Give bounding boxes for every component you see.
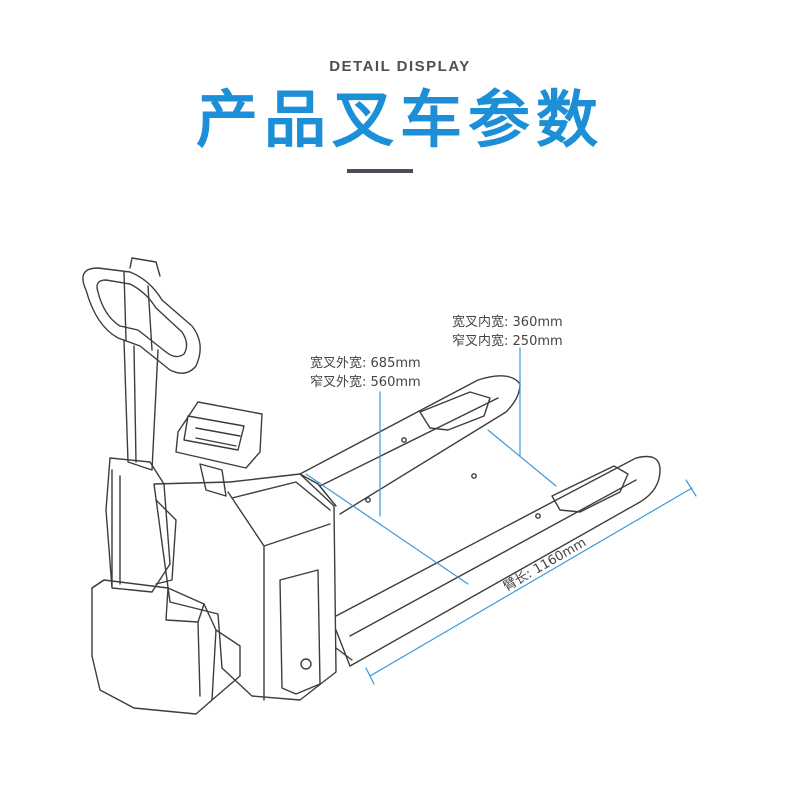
tiller-arm [123, 339, 159, 471]
inner-width-line [487, 429, 557, 487]
title-underline [347, 169, 413, 173]
dim-value: 360mm [512, 315, 563, 330]
dimension-lines [305, 347, 697, 685]
outer-width-line [305, 473, 469, 585]
narrow-fork-outer-width: 窄叉外宽: 560mm [310, 375, 421, 390]
length-tick-start [365, 667, 375, 685]
length-line [369, 487, 693, 677]
scale-display [175, 401, 263, 497]
tiller-handle [82, 257, 201, 374]
outer-width-callout: 宽叉外宽: 685mm 窄叉外宽: 560mm [310, 354, 421, 392]
dim-label: 宽叉内宽 [452, 315, 505, 330]
dim-label: 宽叉外宽 [310, 356, 363, 371]
length-tick-end [685, 479, 697, 497]
dim-value: 685mm [370, 356, 421, 371]
dim-label: 窄叉内宽 [452, 334, 505, 349]
dim-value: 250mm [512, 334, 563, 349]
dim-label: 窄叉外宽 [310, 375, 363, 390]
page-title: 产品叉车参数 [195, 83, 604, 156]
wide-fork-outer-width: 宽叉外宽: 685mm [310, 356, 421, 371]
forks [299, 375, 661, 667]
dim-value: 560mm [370, 375, 421, 390]
drive-base [91, 579, 241, 715]
wide-fork-inner-width: 宽叉内宽: 360mm [452, 315, 563, 330]
narrow-fork-inner-width: 窄叉内宽: 250mm [452, 334, 563, 349]
inner-width-callout: 宽叉内宽: 360mm 窄叉内宽: 250mm [452, 313, 563, 351]
section-subtitle: DETAIL DISPLAY [329, 58, 471, 75]
